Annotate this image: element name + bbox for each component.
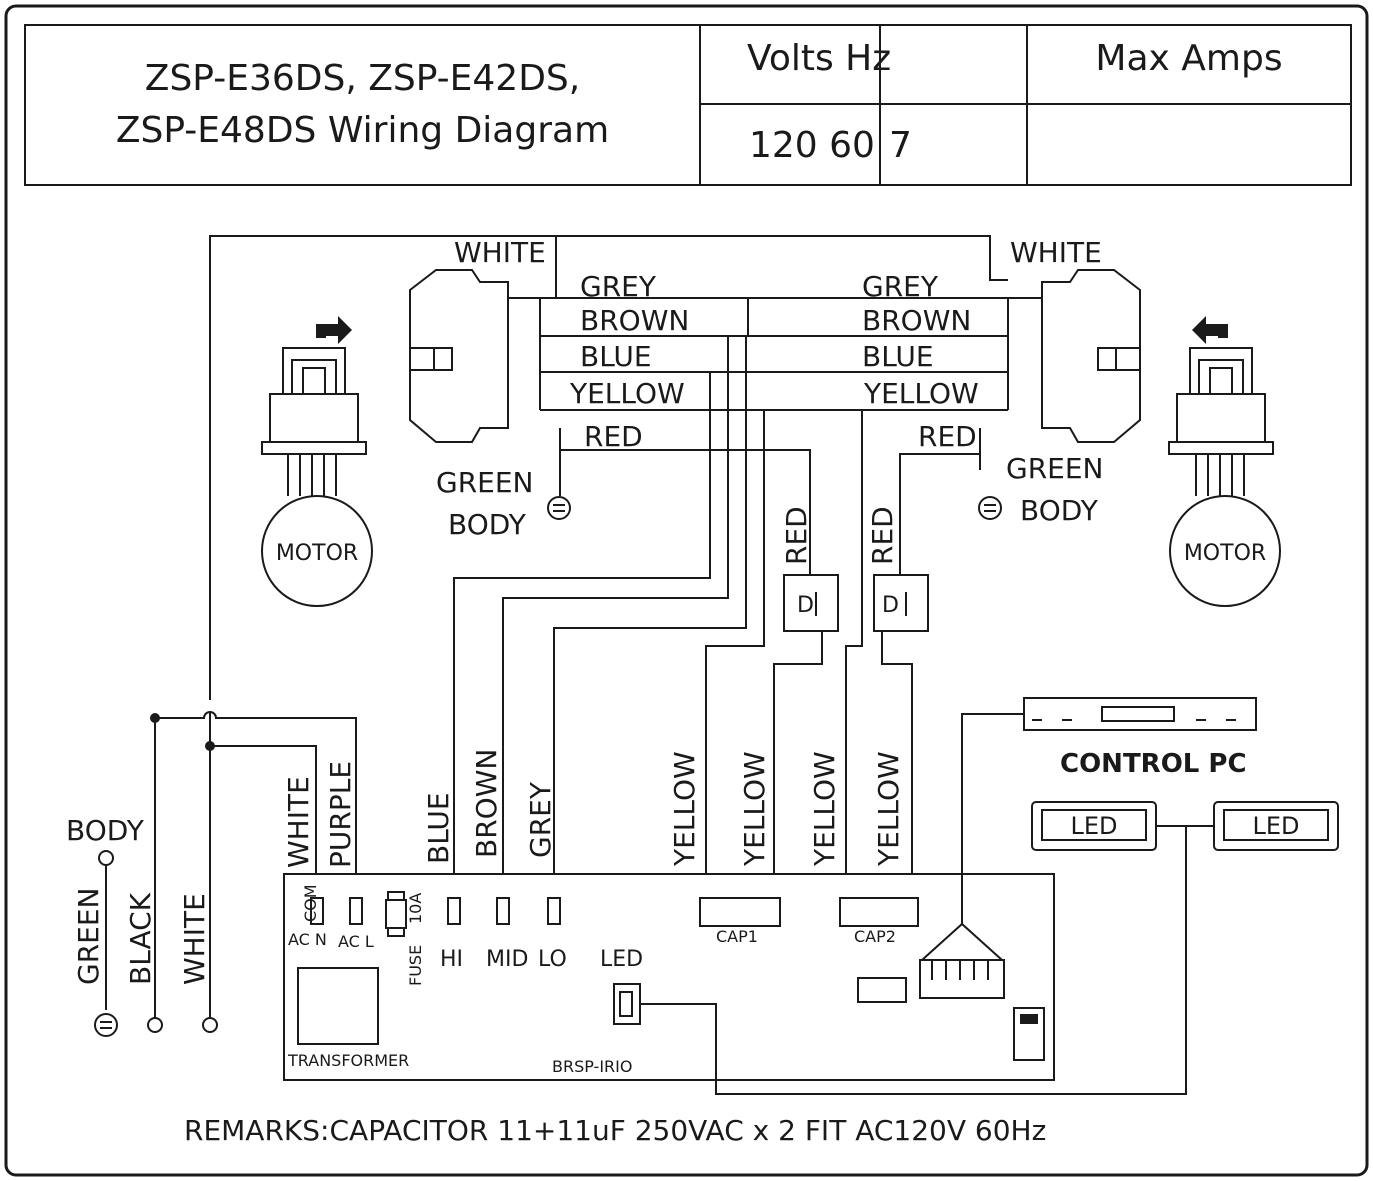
wire-label-yellow-right: YELLOW bbox=[863, 377, 979, 410]
board-name-label: BRSP-IRIO bbox=[552, 1057, 632, 1076]
cap-red-right-label: RED bbox=[866, 506, 899, 565]
board-wire-brown-label: BROWN bbox=[470, 749, 503, 858]
board-feed-wires bbox=[453, 336, 980, 898]
capacitor-left: D bbox=[783, 574, 839, 632]
board-fuse-rating-label: 10A bbox=[406, 893, 425, 924]
supply-white-label: WHITE bbox=[178, 893, 211, 985]
title-line-1: ZSP-E36DS, ZSP-E42DS, bbox=[144, 58, 581, 99]
supply-black-label: BLACK bbox=[124, 892, 157, 985]
board-ac-l-label: AC L bbox=[338, 932, 374, 951]
board-hi-label: HI bbox=[440, 947, 463, 972]
wire-label-red-right: RED bbox=[918, 420, 977, 453]
wire-label-brown-left: BROWN bbox=[580, 304, 689, 337]
led-wire bbox=[640, 825, 1214, 1095]
rotation-arrow-icon bbox=[316, 316, 352, 344]
title-line-2: ZSP-E48DS Wiring Diagram bbox=[115, 110, 610, 151]
white-supply-wire bbox=[209, 235, 1008, 1018]
wire-label-green-right: GREEN bbox=[1006, 452, 1103, 485]
wire-label-yellow-left: YELLOW bbox=[569, 377, 685, 410]
supply-wiring bbox=[94, 711, 357, 1037]
wire-label-brown-right: BROWN bbox=[862, 304, 971, 337]
cap2-connector bbox=[839, 897, 919, 927]
wire-label-red-left: RED bbox=[584, 420, 643, 453]
wire-label-green-left: GREEN bbox=[436, 466, 533, 499]
wire-label-body-left: BODY bbox=[448, 508, 527, 541]
board-com-label: COM bbox=[301, 884, 320, 922]
led-right-label: LED bbox=[1252, 812, 1299, 840]
control-board bbox=[283, 873, 1055, 1081]
board-wire-white-label: WHITE bbox=[282, 776, 315, 868]
board-mid-label: MID bbox=[486, 947, 528, 972]
control-pc bbox=[961, 697, 1257, 924]
board-led-label: LED bbox=[600, 947, 643, 972]
wire-label-grey-left: GREY bbox=[580, 270, 657, 303]
table-divider bbox=[879, 26, 881, 184]
motor-wire-bundle bbox=[508, 297, 1042, 496]
outer-border bbox=[4, 4, 1369, 1177]
board-transformer-label: TRANSFORMER bbox=[287, 1051, 409, 1070]
wire-label-blue-left: BLUE bbox=[580, 340, 652, 373]
fuse-icon bbox=[385, 891, 407, 937]
led-module-right: LED bbox=[1213, 801, 1339, 851]
supply-green-label: GREEN bbox=[72, 888, 105, 985]
max-amps-header: Max Amps bbox=[1028, 26, 1350, 105]
board-wire-yellow2-label: YELLOW bbox=[738, 751, 771, 867]
board-wire-yellow4-label: YELLOW bbox=[872, 751, 905, 867]
wire-label-blue-right: BLUE bbox=[862, 340, 934, 373]
board-wire-purple-label: PURPLE bbox=[324, 761, 357, 868]
remarks-text: REMARKS:CAPACITOR 11+11uF 250VAC x 2 FIT… bbox=[184, 1114, 1046, 1147]
cap-red-left-label: RED bbox=[780, 506, 813, 565]
svg-text:D: D bbox=[882, 593, 899, 618]
wire-label-body-right: BODY bbox=[1020, 494, 1099, 527]
ground-icon bbox=[978, 496, 1002, 520]
board-wire-yellow3-label: YELLOW bbox=[808, 751, 841, 867]
motor-left-label: MOTOR bbox=[276, 541, 358, 566]
motor-left: MOTOR bbox=[261, 316, 373, 607]
max-amps-value-text: 7 bbox=[888, 125, 912, 166]
ground-icon bbox=[94, 1013, 118, 1037]
led-module-left: LED bbox=[1031, 801, 1157, 851]
board-ac-n-label: AC N bbox=[288, 930, 327, 949]
ground-icon bbox=[547, 496, 571, 520]
board-cap2-label: CAP2 bbox=[854, 927, 896, 946]
motor-right: MOTOR bbox=[1168, 316, 1281, 607]
volts-hz-header: Volts Hz bbox=[701, 26, 1028, 105]
board-wire-blue-label: BLUE bbox=[422, 792, 455, 864]
wire-label-white-left: WHITE bbox=[454, 236, 546, 269]
diagram-title: ZSP-E36DS, ZSP-E42DS, ZSP-E48DS Wiring D… bbox=[26, 26, 701, 184]
board-cap1-label: CAP1 bbox=[716, 927, 758, 946]
volts-hz-value-text: 120 60 bbox=[749, 125, 875, 166]
connector-left bbox=[409, 236, 557, 443]
control-connector bbox=[919, 959, 1005, 999]
supply-body-label: BODY bbox=[66, 814, 145, 847]
wire-label-white-right: WHITE bbox=[1010, 236, 1102, 269]
control-pc-label: CONTROL PC bbox=[1060, 749, 1247, 779]
volts-hz-value: 120 60 7 bbox=[701, 105, 1028, 184]
spec-table: ZSP-E36DS, ZSP-E42DS, ZSP-E48DS Wiring D… bbox=[24, 24, 1352, 186]
board-lo-label: LO bbox=[538, 947, 567, 972]
transformer bbox=[297, 967, 379, 1045]
rotation-arrow-icon bbox=[1192, 316, 1228, 344]
svg-text:D: D bbox=[797, 593, 814, 618]
connector-right bbox=[1041, 269, 1141, 443]
board-wire-yellow1-label: YELLOW bbox=[668, 751, 701, 867]
board-fuse-label: FUSE bbox=[406, 945, 425, 986]
led-left-label: LED bbox=[1070, 812, 1117, 840]
cap1-connector bbox=[699, 897, 781, 927]
board-wire-grey-label: GREY bbox=[524, 781, 557, 858]
wire-label-grey-right: GREY bbox=[862, 270, 939, 303]
motor-right-label: MOTOR bbox=[1184, 541, 1266, 566]
capacitor-right: D bbox=[873, 574, 929, 632]
